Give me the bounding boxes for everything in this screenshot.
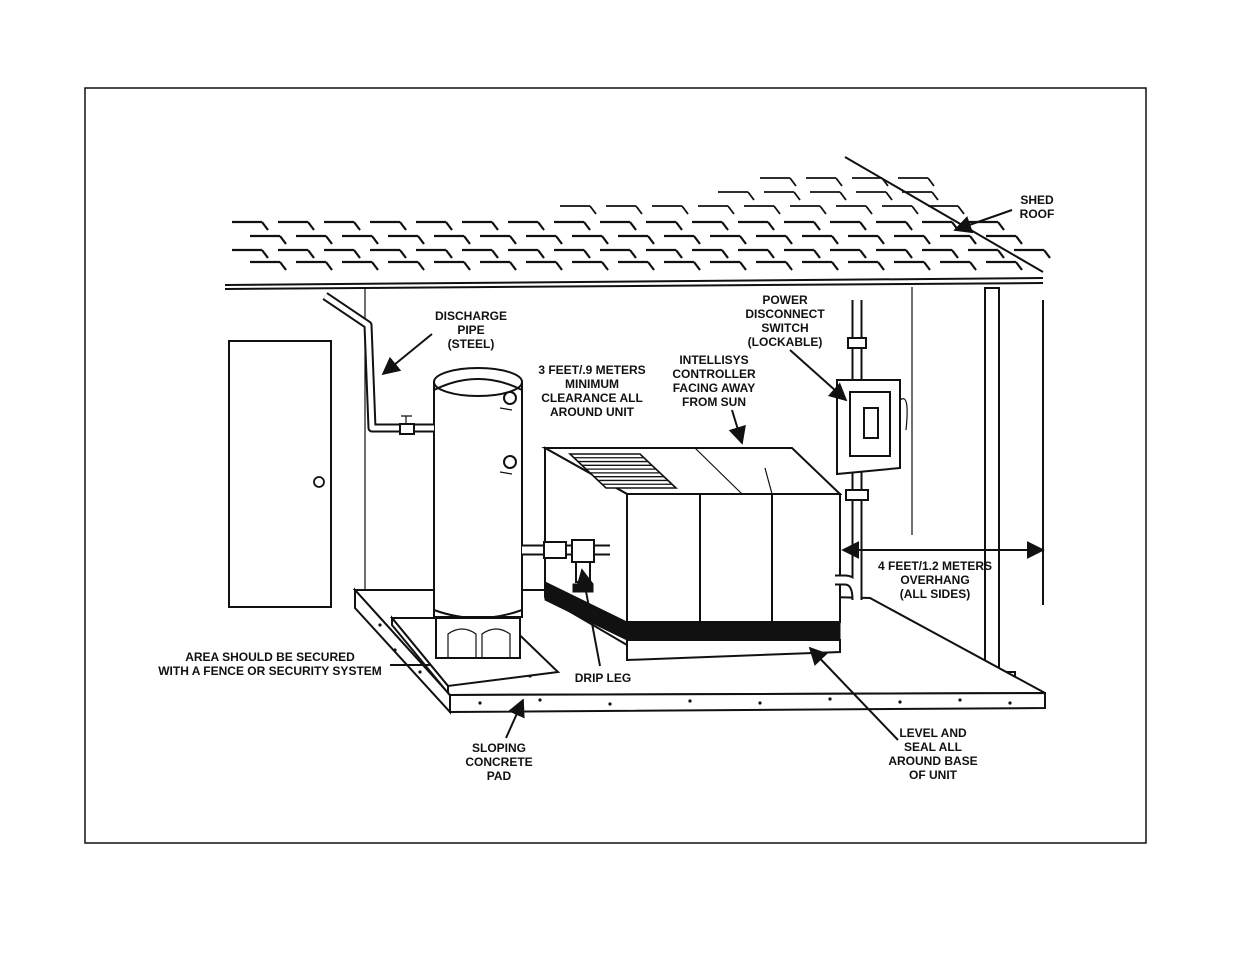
label-controller-line-3: FACING AWAY <box>673 381 755 395</box>
label-sloping-pad-line-2: CONCRETE <box>465 755 532 769</box>
label-overhang-line-1: 4 FEET/1.2 METERS <box>878 559 992 573</box>
power-disconnect-switch <box>835 300 908 601</box>
label-clearance-line-1: 3 FEET/.9 METERS <box>538 363 645 377</box>
label-clearance-line-4: AROUND UNIT <box>550 405 635 419</box>
label-sloping-pad-line-3: PAD <box>487 769 512 783</box>
label-controller-line-1: INTELLISYS <box>679 353 748 367</box>
label-power-switch-line-3: SWITCH <box>761 321 808 335</box>
label-clearance-line-2: MINIMUM <box>565 377 619 391</box>
label-controller-line-2: CONTROLLER <box>672 367 756 381</box>
level-seal-arrow <box>808 646 899 741</box>
discharge-pipe <box>322 292 434 435</box>
label-shed-roof-line-2: ROOF <box>1020 207 1055 221</box>
support-post <box>968 287 1016 685</box>
label-power-switch-line-4: (LOCKABLE) <box>748 335 823 349</box>
controller-arrow <box>728 409 746 445</box>
label-overhang-line-3: (ALL SIDES) <box>900 587 970 601</box>
label-power-switch-line-2: DISCONNECT <box>745 307 825 321</box>
door <box>228 340 332 608</box>
diagram-border <box>84 87 1147 844</box>
label-power-switch-line-1: POWER <box>762 293 808 307</box>
shed-roof <box>224 156 1051 290</box>
label-overhang-line-2: OVERHANG <box>900 573 969 587</box>
label-area-secured-line-1: AREA SHOULD BE SECURED <box>185 650 355 664</box>
label-level-seal-line-2: SEAL ALL <box>904 740 962 754</box>
label-discharge-pipe-line-1: DISCHARGE <box>435 309 507 323</box>
pressure-gauge <box>503 455 517 469</box>
power-switch-arrow <box>789 349 848 402</box>
callout-arrows <box>381 209 1045 741</box>
label-level-seal-line-1: LEVEL AND <box>899 726 967 740</box>
sloping-pad-arrow <box>505 698 525 739</box>
label-discharge-pipe-line-3: (STEEL) <box>448 337 495 351</box>
shed-roof-arrow <box>953 209 1013 234</box>
label-drip-leg-line-1: DRIP LEG <box>575 671 631 685</box>
discharge-pipe-arrow <box>381 333 433 376</box>
label-level-seal-line-3: AROUND BASE <box>888 754 977 768</box>
label-clearance-line-3: CLEARANCE ALL <box>541 391 643 405</box>
label-discharge-pipe-line-2: PIPE <box>457 323 484 337</box>
pressure-gauge-top <box>503 391 517 405</box>
cooling-grille <box>567 453 679 489</box>
label-sloping-pad-line-1: SLOPING <box>472 741 526 755</box>
label-controller-line-4: FROM SUN <box>682 395 746 409</box>
label-level-seal-line-4: OF UNIT <box>909 768 958 782</box>
drip-leg-arrow <box>576 568 601 667</box>
air-receiver-tank <box>433 367 523 659</box>
label-shed-roof-line-1: SHED <box>1020 193 1054 207</box>
label-area-secured-line-2: WITH A FENCE OR SECURITY SYSTEM <box>158 664 382 678</box>
